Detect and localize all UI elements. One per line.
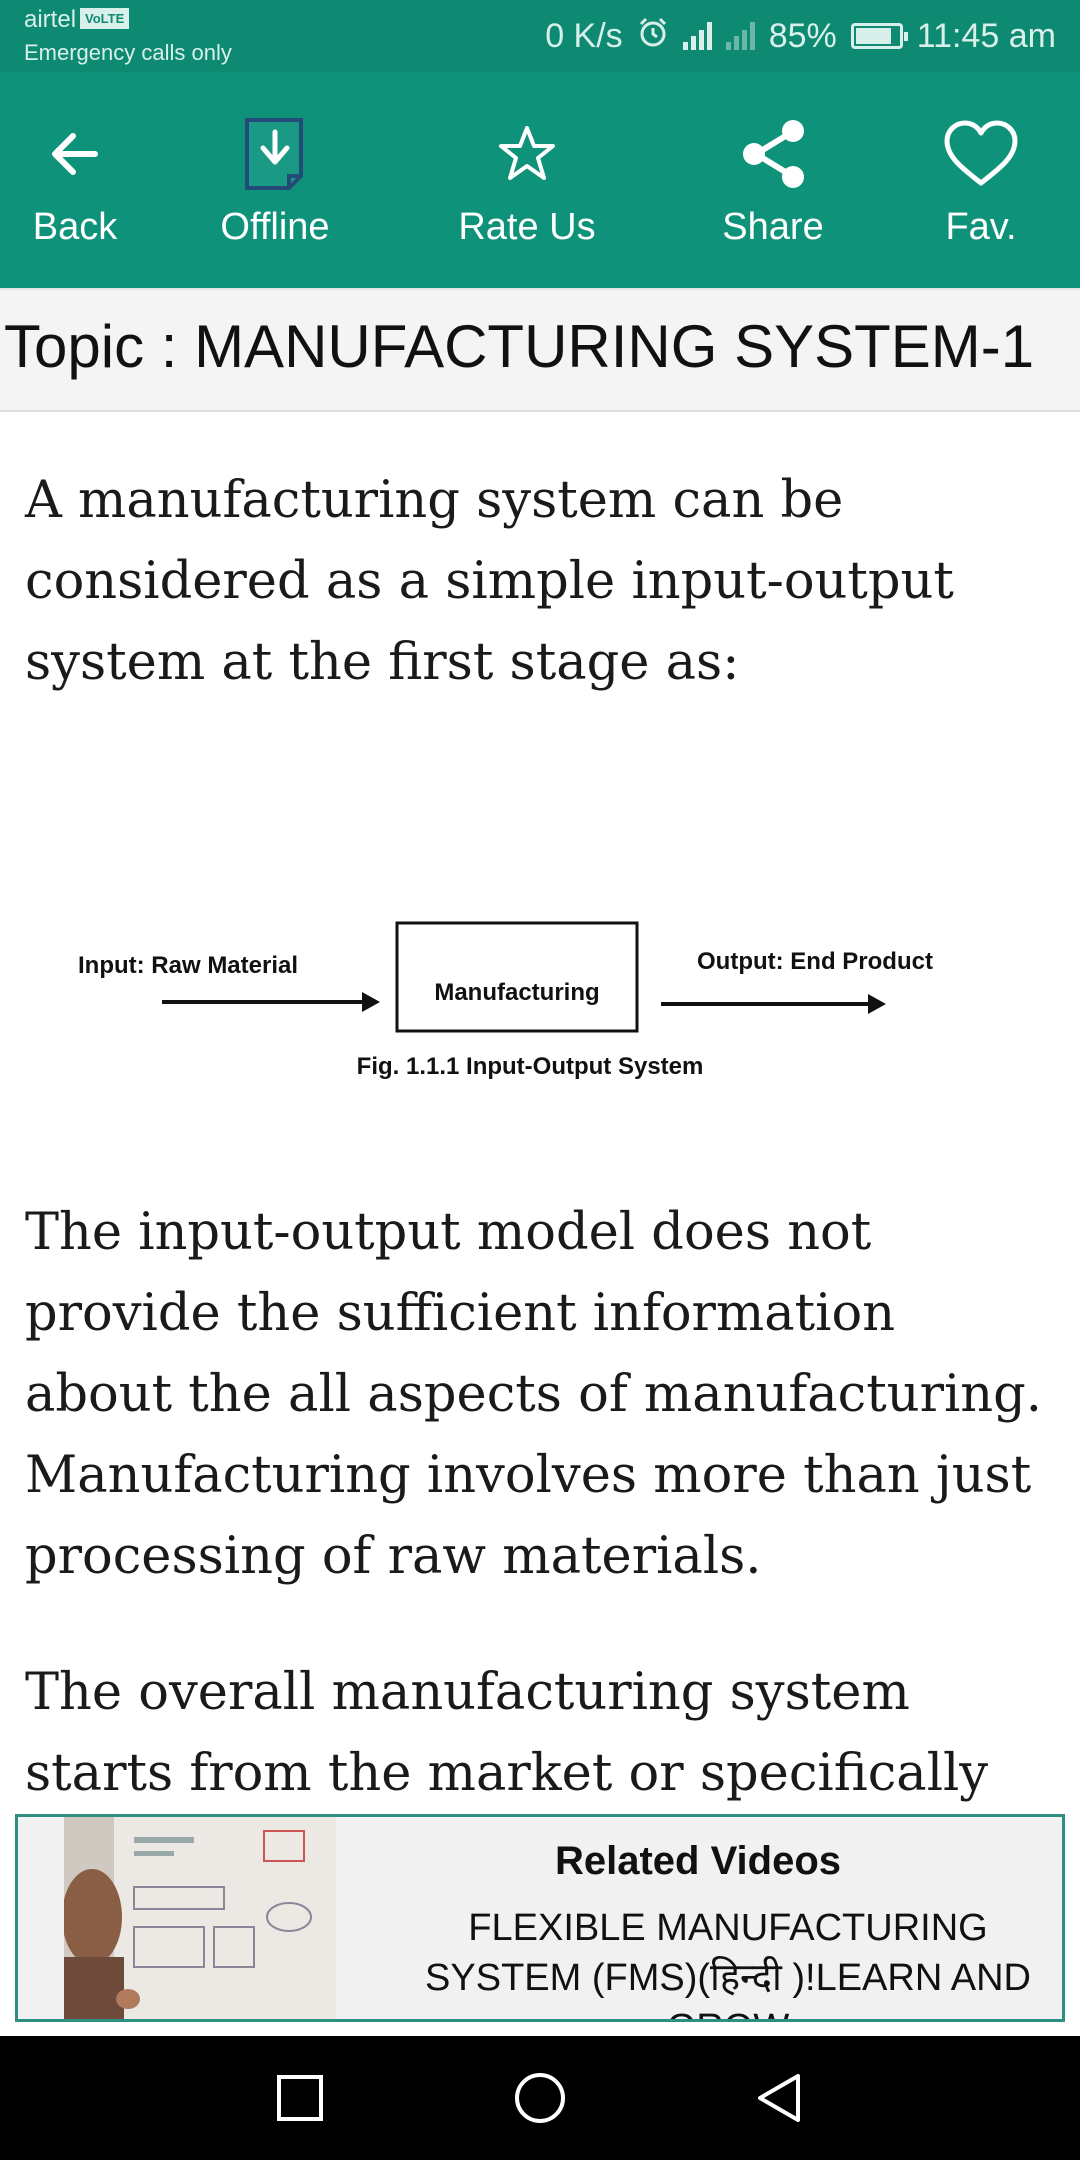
star-outline-icon [499, 126, 555, 180]
figure-box-label: Manufacturing [434, 979, 599, 1006]
back-label: Back [32, 206, 118, 248]
favorite-label: Fav. [945, 206, 1017, 248]
figure-output-label: Output: End Product [697, 948, 933, 975]
topic-header: Topic : MANUFACTURING SYSTEM-1 [0, 288, 1080, 412]
figure-output-arrowhead [868, 994, 886, 1014]
recents-button[interactable] [270, 2068, 330, 2128]
emergency-text: Emergency calls only [24, 40, 232, 65]
rate-us-button[interactable]: Rate Us [442, 114, 612, 264]
figure-caption: Fig. 1.1.1 Input-Output System [357, 1053, 704, 1080]
share-button[interactable]: Share [688, 114, 858, 264]
triangle-back-icon [758, 2074, 800, 2122]
offline-label: Offline [220, 206, 330, 248]
share-label: Share [722, 206, 824, 248]
video-thumbnail[interactable] [64, 1817, 336, 2019]
paragraph-overall: The overall manufacturing system starts … [25, 1663, 989, 1803]
page-title: Topic : MANUFACTURING SYSTEM-1 [4, 313, 1035, 380]
figure-input-arrowhead [362, 992, 380, 1012]
figure-input-label: Input: Raw Material [78, 952, 298, 979]
net-speed: 0 K/s [545, 16, 623, 55]
status-indicators: 0 K/s 85% 11:45 am [545, 14, 1056, 58]
toolbar: Back Offline Rate Us Share Fav. [0, 72, 1080, 288]
input-output-figure: Input: Raw Material Manufacturing Output… [25, 912, 1055, 1132]
paragraph-intro: A manufacturing system can be considered… [25, 471, 954, 692]
paragraph-model: The input-output model does not provide … [25, 1203, 1042, 1586]
system-nav-bar [0, 2036, 1080, 2160]
square-icon [277, 2075, 323, 2121]
related-videos-banner[interactable]: Related Videos FLEXIBLE MANUFACTURING SY… [15, 1814, 1065, 2022]
signal-4g-icon [682, 22, 712, 50]
rate-us-label: Rate Us [458, 206, 596, 248]
heart-outline-icon [944, 120, 1018, 186]
back-nav-button[interactable] [750, 2068, 810, 2128]
signal-sim2-icon [725, 22, 755, 50]
offline-button[interactable]: Offline [190, 114, 360, 264]
battery-icon [850, 23, 908, 49]
battery-percent: 85% [768, 16, 837, 55]
share-icon [743, 120, 804, 188]
related-video-title[interactable]: FLEXIBLE MANUFACTURING SYSTEM (FMS)(हिन्… [425, 1907, 1031, 2019]
related-videos-heading: Related Videos [554, 1839, 842, 1883]
figure-manufacturing-box [395, 921, 639, 1033]
alarm-icon [637, 16, 669, 57]
circle-icon [515, 2073, 565, 2123]
favorite-button[interactable]: Fav. [896, 114, 1066, 264]
clock: 11:45 am [916, 16, 1056, 55]
carrier-name: airtel [24, 6, 77, 33]
download-document-icon [245, 118, 303, 190]
arrow-left-icon [52, 133, 98, 175]
home-button[interactable] [510, 2068, 570, 2128]
back-button[interactable]: Back [0, 114, 160, 264]
volte-badge: VoLTE [80, 8, 130, 29]
